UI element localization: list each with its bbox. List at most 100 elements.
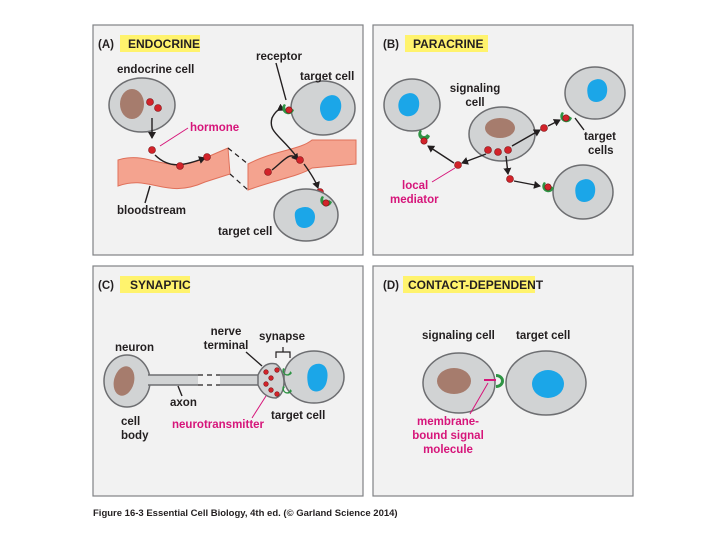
axon-segment <box>220 375 262 385</box>
receptor-label: receptor <box>256 51 303 63</box>
receptor-icon <box>542 182 554 193</box>
figure-caption: Figure 16-3 Essential Cell Biology, 4th … <box>93 508 398 519</box>
diffusion-arrow <box>513 180 541 189</box>
contact-signaling-cell-label: signaling cell <box>422 330 495 342</box>
hormone-dot <box>322 199 330 207</box>
local-mediator-label-line2: mediator <box>390 194 439 206</box>
bloodstream-flow-arrow <box>271 152 299 171</box>
synaptic-target-cell-nucleus <box>307 363 328 392</box>
hormone-dot <box>285 106 293 114</box>
contact-target-cell-nucleus <box>532 370 564 398</box>
local-mediator-dot <box>544 183 552 191</box>
panel-synaptic-title: SYNAPTIC <box>130 278 191 292</box>
hormone-dot <box>296 156 304 164</box>
target-cells-label-line2: cells <box>588 145 614 157</box>
neurotransmitter-dot <box>274 391 280 397</box>
nerve-terminal-label-line2: terminal <box>204 340 249 352</box>
panel-contact-dependent: (D) CONTACT-DEPENDENT signaling cell tar… <box>372 265 634 497</box>
panel-synaptic-letter: (C) <box>98 280 114 292</box>
hormone-dot <box>148 146 156 154</box>
neuron-nucleus <box>113 366 135 396</box>
local-mediator-dot <box>454 161 462 169</box>
panel-endocrine-title: ENDOCRINE <box>128 37 200 51</box>
nerve-terminal-label-line1: nerve <box>211 326 242 338</box>
bloodstream-label: bloodstream <box>117 205 186 217</box>
target-cell-top-nucleus <box>320 95 342 121</box>
panel-paracrine: (B) PARACRINE signali <box>372 24 634 256</box>
local-mediator-dot <box>540 124 548 132</box>
neurotransmitter-pointer-line <box>251 395 267 419</box>
hormone-to-top-target-arrow <box>270 103 297 157</box>
membrane-bound-label-line3: molecule <box>423 444 473 456</box>
receptor-icon <box>282 368 292 376</box>
neurotransmitter-dot <box>263 381 269 387</box>
axon-segment <box>148 375 198 385</box>
signaling-cell-label-line2: cell <box>465 97 484 109</box>
target-cells-pointer-line <box>574 117 585 131</box>
receptor-icon <box>496 374 504 388</box>
local-mediator-dot <box>494 148 502 156</box>
diffusion-arrow <box>427 145 455 164</box>
target-cell-top-label: target cell <box>300 71 354 83</box>
contact-signaling-cell-nucleus <box>437 368 471 394</box>
membrane-bound-label-line1: membrane- <box>417 416 479 428</box>
signaling-cell-nucleus <box>485 118 515 138</box>
panel-synaptic-title-highlight <box>120 276 190 293</box>
bloodstream-segment-right <box>247 139 357 191</box>
hormone-to-bottom-target-arrow <box>303 163 320 189</box>
panel-paracrine-title: PARACRINE <box>413 37 483 51</box>
target-cell-left-nucleus <box>398 93 420 117</box>
panel-paracrine-letter: (B) <box>383 39 399 51</box>
neuron-label: neuron <box>115 342 154 354</box>
hormone-dot <box>203 153 211 161</box>
target-cell-top-right-nucleus <box>587 79 608 102</box>
panel-contact-letter: (D) <box>383 280 399 292</box>
diffusion-arrow <box>511 129 541 147</box>
panel-contact-title: CONTACT-DEPENDENT <box>408 278 544 292</box>
panel-endocrine-letter: (A) <box>98 39 114 51</box>
synaptic-target-cell-label: target cell <box>271 410 325 422</box>
cell-body-label-line2: body <box>121 430 149 442</box>
target-cell-bottom-nucleus <box>294 206 316 228</box>
contact-target-cell-label: target cell <box>516 330 570 342</box>
panel-contact-title-highlight <box>403 276 535 293</box>
diffusion-arrow <box>461 153 487 165</box>
hormone-label: hormone <box>190 122 239 134</box>
membrane-bound-pointer-line <box>469 382 489 415</box>
hormone-pointer-line <box>159 127 189 147</box>
cell-body-label-line1: cell <box>121 416 140 428</box>
axon-label: axon <box>170 397 197 409</box>
axon-outline <box>148 374 198 386</box>
neurotransmitter-label: neurotransmitter <box>172 419 265 431</box>
endocrine-cell-nucleus <box>120 89 144 119</box>
neurotransmitter-dot <box>268 387 274 393</box>
panel-endocrine-title-highlight <box>120 35 200 52</box>
receptor-pointer-line <box>275 62 287 101</box>
local-mediator-dot <box>484 146 492 154</box>
bloodstream-pointer-line <box>144 185 151 204</box>
target-cells-label-line1: target <box>584 131 616 143</box>
target-cell-bottom-right-nucleus <box>575 179 596 202</box>
local-mediator-dot <box>562 114 570 122</box>
panel-endocrine: (A) ENDOCRINE endocri <box>92 24 364 256</box>
hormone-dot <box>146 98 154 106</box>
membrane-bound-label-line2: bound signal <box>412 430 484 442</box>
neurotransmitter-dot <box>274 367 280 373</box>
panel-paracrine-title-highlight <box>405 35 488 52</box>
endocrine-cell-label: endocrine cell <box>117 64 194 76</box>
axon-outline <box>220 374 262 386</box>
receptor-icon <box>418 130 430 141</box>
local-mediator-dot <box>504 146 512 154</box>
neurotransmitter-dot <box>263 369 269 375</box>
local-mediator-label-line1: local <box>402 180 428 192</box>
hormone-dot <box>154 104 162 112</box>
panel-synaptic: (C) SYNAPTIC nerve terminal synapse neur… <box>92 265 364 497</box>
hormone-dot <box>264 168 272 176</box>
axon-pointer-line <box>177 385 183 397</box>
target-cell-bottom-label: target cell <box>218 226 272 238</box>
diffusion-arrow <box>547 119 561 127</box>
local-mediator-pointer-line <box>431 167 456 183</box>
receptor-icon <box>282 386 292 394</box>
nerve-terminal-pointer-line <box>245 351 263 367</box>
